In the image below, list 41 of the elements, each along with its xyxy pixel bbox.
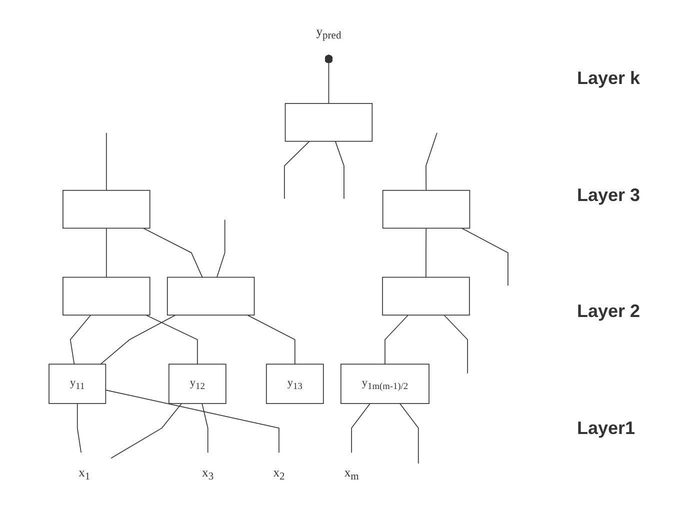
node-box — [62, 276, 150, 316]
node-box — [284, 103, 372, 142]
node-text: x$_{1}$ — [78, 465, 90, 482]
connector — [100, 314, 176, 365]
node-box: y$_{1m(m-1)/2}$ — [340, 364, 429, 404]
connector — [425, 228, 426, 278]
connector — [76, 403, 82, 453]
connector — [110, 403, 182, 459]
node-text: y$_{pred}$ — [316, 24, 341, 42]
layer-label: Layer k — [577, 68, 642, 89]
connector — [425, 132, 437, 191]
connector — [324, 54, 332, 104]
connector — [334, 140, 344, 200]
connector — [142, 228, 202, 278]
connector — [398, 403, 418, 464]
layer-label: Layer1 — [577, 418, 636, 440]
node-text: x$_{m}$ — [344, 465, 358, 482]
connector — [443, 314, 468, 374]
connector — [105, 132, 106, 191]
layer-label: Layer 3 — [577, 184, 642, 206]
connector — [246, 314, 295, 365]
connector — [201, 403, 208, 453]
connector — [460, 228, 508, 286]
node-box — [382, 276, 470, 316]
connector — [350, 403, 370, 453]
node-box: y$_{13}$ — [265, 364, 324, 404]
connector — [216, 219, 225, 278]
node-box: y$_{12}$ — [168, 364, 226, 404]
node-box: y$_{11}$ — [48, 364, 106, 404]
node-text: x$_{3}$ — [202, 465, 214, 482]
node-box — [382, 190, 470, 229]
connector — [104, 390, 279, 453]
node-box — [62, 190, 150, 229]
node-text: x$_{2}$ — [272, 465, 284, 482]
connector — [145, 314, 198, 365]
connector — [384, 314, 408, 365]
connector — [69, 314, 91, 365]
connector — [105, 228, 106, 278]
connector — [283, 140, 310, 200]
layer-label: Layer 2 — [577, 301, 642, 322]
node-box — [166, 276, 254, 316]
